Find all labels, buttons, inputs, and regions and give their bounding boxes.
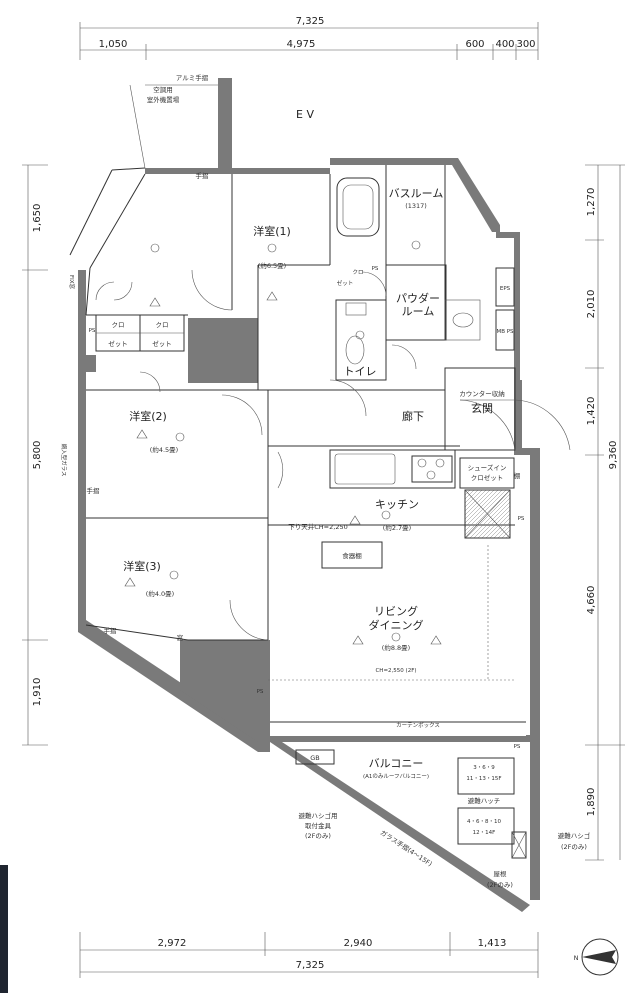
north-label: N [574,954,579,962]
shoes-label: シューズイン [468,463,507,472]
ladder-fitting-3: (2Fのみ) [305,832,331,840]
bath-size: (1317) [405,202,427,210]
top-dimension-lines [79,22,539,60]
gb-label: GB [310,754,320,762]
hall-label: 廊下 [402,409,424,423]
lowered-ceiling-label: 下り天井CH=2,250 [288,522,347,531]
mbps-label: MB PS [496,329,514,335]
top-dim-5: 300 [516,39,535,50]
toilet-label: トイレ [344,365,377,378]
living-size: (約8.8畳) [382,643,410,652]
floor-list-1: 3・6・9 [473,765,495,771]
north-arrow-icon [581,938,619,976]
left-dimension-lines [22,164,48,746]
ladder-fitting-1: 避難ハシゴ用 [299,811,338,820]
outer-walls [78,78,540,912]
closet-1b: ゼット [108,339,128,348]
left-dim-2: 5,800 [32,441,43,470]
bath-label: バスルーム [389,187,444,200]
ac-note-2: 室外機置場 [147,95,180,104]
cupboard-label: 食器棚 [342,551,362,560]
living-label: リビング [374,604,418,618]
closet-3a: クロ [352,269,363,276]
eps-label: EPS [500,286,511,292]
western1-size: (約6.5畳) [258,261,286,270]
top-dim-3: 600 [465,39,484,50]
escape-ladder-note: (2Fのみ) [561,843,587,851]
closet-2b: ゼット [152,339,172,348]
ps-label-1: PS [89,328,96,334]
balcony-note: (A1のみルーフバルコニー) [363,773,429,780]
right-dim-1: 1,270 [586,188,597,217]
right-total-dim: 9,360 [608,441,619,470]
bottom-dim-3: 1,413 [478,938,507,949]
ev-label: E V [296,108,314,121]
right-dim-2: 2,010 [586,290,597,319]
western3-label: 洋室(3) [123,559,161,573]
handrail-note-2: 手摺 [87,486,101,495]
closet-3b: ゼット [337,279,354,287]
ps-label-2: PS [372,266,379,272]
dining-label: ダイニング [369,618,424,632]
bottom-dimension-lines [79,932,539,978]
floor-list-2: 11・13・15F [466,776,501,782]
handrail-note-3: 手摺 [104,626,118,635]
fix-note: FIX窓 [68,275,76,290]
powder-label-2: ルーム [402,305,435,318]
glass-note: 網入型ガラス [60,444,68,477]
top-total-dim: 7,325 [296,16,325,27]
kitchen-label: キッチン [375,498,419,511]
window-label: 窓 [177,633,184,642]
ac-note: 空調用 [153,85,173,94]
floor-list-4: 12・14F [473,830,496,836]
escape-hatch-label: 避難ハッチ [468,796,501,805]
bottom-dim-1: 2,972 [158,938,187,949]
interior-walls [69,84,571,859]
edge-bar [0,865,8,993]
top-dim-4: 400 [495,39,514,50]
handrail-note-1: 手摺 [196,171,210,180]
left-dim-1: 1,650 [32,204,43,233]
powder-label: パウダー [396,291,440,305]
right-dimension-lines [585,164,625,861]
bottom-total-dim: 7,325 [296,960,325,971]
western2-label: 洋室(2) [129,409,167,423]
right-dim-5: 1,890 [586,788,597,817]
roof-label: 屋根 [494,869,508,878]
ladder-fitting-2: 取付金具 [305,821,332,830]
curtain-label: カーテンボックス [396,721,440,729]
right-dim-4: 4,660 [586,586,597,615]
fixture-markers [124,240,442,645]
escape-ladder-label: 避難ハシゴ [558,831,591,840]
aluminum-rail-note: アルミ手摺 [176,73,209,82]
ps-label-5: PS [514,744,521,750]
left-dim-3: 1,910 [32,678,43,707]
floor-list-3: 4・6・8・10 [467,819,501,825]
ps-label-3: PS [518,516,525,522]
top-dim-1: 1,050 [99,39,128,50]
living-ch-label: CH=2,550 (2F) [375,668,416,674]
door-swings [95,269,417,641]
western2-size: (約4.5畳) [150,445,178,454]
roof-note: (2Fのみ) [487,881,513,889]
entrance-label: 玄関 [471,401,493,415]
western1-label: 洋室(1) [253,224,291,238]
kitchen-size: (約2.7畳) [383,523,411,532]
balcony-label: バルコニー [369,757,424,770]
closet-2a: クロ [156,321,169,329]
right-dim-3: 1,420 [586,397,597,426]
counter-label: カウンター収納 [459,389,505,398]
top-dim-2: 4,975 [287,39,316,50]
ps-label-4: PS [257,689,264,695]
shoes-label-2: クロゼット [471,473,504,482]
closet-1a: クロ [112,321,125,329]
bottom-dim-2: 2,940 [344,938,373,949]
shelf-label: 棚 [514,471,521,480]
western3-size: (約4.0畳) [146,589,174,598]
